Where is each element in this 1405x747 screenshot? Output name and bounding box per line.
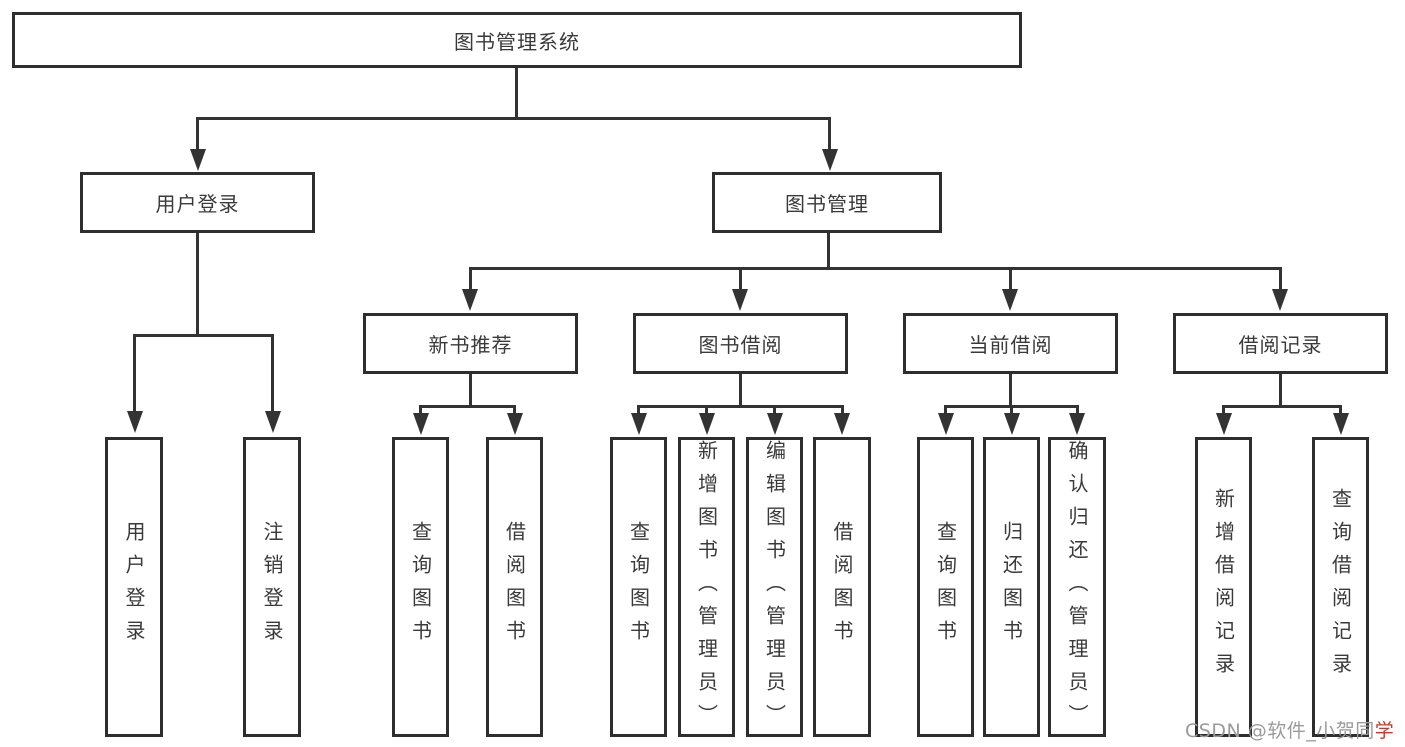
connector-line [469, 267, 1282, 270]
node-book-management: 图书管理 [712, 172, 942, 233]
leaf-logout: 注销登录 [243, 437, 301, 737]
node-new-book-recommend-label: 新书推荐 [428, 333, 513, 357]
connector-line [1009, 267, 1012, 291]
connector-line [841, 405, 844, 415]
arrow-down-icon [413, 413, 429, 435]
leaf-newbook-borrow-books-label: 借阅图书 [502, 521, 527, 653]
arrow-down-icon [732, 289, 748, 311]
connector-line [1279, 374, 1282, 408]
connector-line [637, 405, 844, 408]
connector-line [1010, 405, 1013, 415]
node-user-login-label: 用户登录 [155, 192, 240, 216]
connector-line [739, 267, 742, 291]
connector-line [469, 267, 472, 291]
node-user-login: 用户登录 [80, 172, 315, 233]
arrow-down-icon [190, 149, 206, 171]
connector-line [133, 334, 274, 337]
node-current-borrow: 当前借阅 [903, 313, 1118, 374]
leaf-return-books-label: 归还图书 [999, 521, 1024, 653]
connector-line [944, 405, 947, 415]
leaf-edit-books-admin: 编辑图书（管理员） [746, 437, 803, 737]
connector-line [637, 405, 640, 415]
csdn-watermark-accent: 学 [1374, 720, 1395, 742]
leaf-current-query-books-label: 查询图书 [933, 521, 958, 653]
node-book-borrow: 图书借阅 [633, 313, 848, 374]
node-book-management-label: 图书管理 [785, 192, 869, 216]
connector-line [705, 405, 708, 415]
leaf-query-borrow-record: 查询借阅记录 [1312, 437, 1369, 737]
arrow-down-icon [1272, 289, 1288, 311]
leaf-borrow-books: 借阅图书 [813, 437, 871, 737]
arrow-down-icon [1069, 413, 1085, 435]
leaf-confirm-return-admin: 确认归还（管理员） [1048, 437, 1106, 737]
leaf-confirm-return-admin-label: 确认归还（管理员） [1065, 440, 1089, 737]
leaf-newbook-query-books-label: 查询图书 [408, 521, 433, 653]
leaf-return-books: 归还图书 [983, 437, 1040, 737]
leaf-add-borrow-record-label: 新增借阅记录 [1211, 488, 1236, 686]
node-root: 图书管理系统 [12, 12, 1022, 68]
leaf-query-borrow-record-label: 查询借阅记录 [1328, 488, 1353, 686]
connector-line [419, 405, 516, 408]
arrow-down-icon [1333, 413, 1349, 435]
connector-line [1339, 405, 1342, 415]
connector-line [739, 374, 742, 408]
connector-line [828, 117, 831, 151]
arrow-down-icon [127, 411, 143, 433]
arrow-down-icon [1002, 289, 1018, 311]
connector-line [1222, 405, 1342, 408]
node-root-label: 图书管理系统 [454, 29, 580, 54]
connector-line [469, 374, 472, 408]
leaf-user-login-label: 用户登录 [122, 521, 146, 653]
connector-line [1009, 374, 1012, 408]
leaf-borrow-books-label: 借阅图书 [830, 521, 854, 653]
connector-line [196, 117, 831, 120]
connector-line [271, 334, 274, 413]
leaf-edit-books-admin-label: 编辑图书（管理员） [762, 440, 787, 737]
leaf-user-login: 用户登录 [105, 437, 163, 737]
arrow-down-icon [507, 413, 523, 435]
connector-line [196, 117, 199, 151]
node-book-borrow-label: 图书借阅 [698, 333, 783, 357]
leaf-newbook-query-books: 查询图书 [392, 437, 449, 737]
connector-line [419, 405, 422, 415]
arrow-down-icon [834, 413, 850, 435]
leaf-newbook-borrow-books: 借阅图书 [486, 437, 543, 737]
csdn-watermark: CSDN @软件_小贺同学 [1185, 716, 1394, 743]
arrow-down-icon [462, 289, 478, 311]
leaf-add-borrow-record: 新增借阅记录 [1195, 437, 1252, 737]
arrow-down-icon [767, 413, 783, 435]
csdn-watermark-text: CSDN @软件_小贺同 [1185, 720, 1375, 742]
node-borrow-record-label: 借阅记录 [1238, 333, 1323, 357]
leaf-current-query-books: 查询图书 [917, 437, 974, 737]
arrow-down-icon [1004, 413, 1020, 435]
connector-line [513, 405, 516, 415]
arrow-down-icon [631, 413, 647, 435]
connector-line [773, 405, 776, 415]
node-borrow-record: 借阅记录 [1173, 313, 1388, 374]
arrow-down-icon [1216, 413, 1232, 435]
arrow-down-icon [822, 149, 838, 171]
leaf-add-books-admin: 新增图书（管理员） [678, 437, 735, 737]
arrow-down-icon [265, 411, 281, 433]
arrow-down-icon [938, 413, 954, 435]
connector-line [1222, 405, 1225, 415]
leaf-borrow-query-books: 查询图书 [610, 437, 667, 737]
connector-line [1279, 267, 1282, 291]
connector-line [1076, 405, 1079, 415]
leaf-add-books-admin-label: 新增图书（管理员） [694, 440, 719, 737]
node-new-book-recommend: 新书推荐 [363, 313, 578, 374]
connector-line [515, 68, 518, 118]
leaf-borrow-query-books-label: 查询图书 [626, 521, 651, 653]
arrow-down-icon [699, 413, 715, 435]
leaf-logout-label: 注销登录 [260, 521, 284, 653]
node-current-borrow-label: 当前借阅 [968, 333, 1053, 357]
connector-line [827, 233, 830, 270]
connector-line [133, 334, 136, 413]
connector-line [196, 233, 199, 337]
